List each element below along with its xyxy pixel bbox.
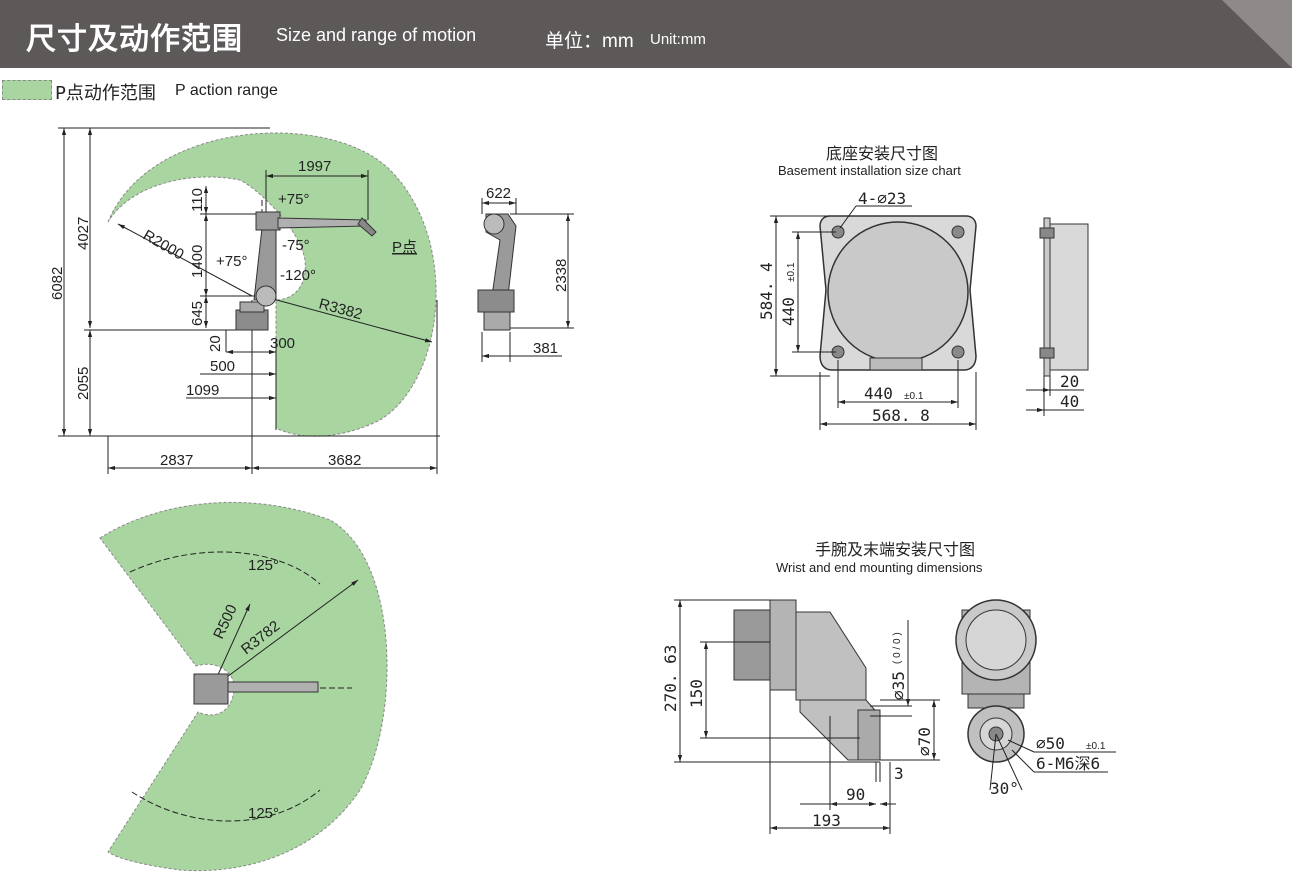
dim-1099: 1099 (186, 382, 219, 399)
header-bar: 尺寸及动作范围 Size and range of motion 单位：mm U… (0, 0, 1292, 68)
header-unit-en: Unit:mm (650, 31, 706, 48)
angle-minus75: -75° (282, 237, 310, 254)
angle-top-125: 125° (248, 557, 279, 574)
dim-1400: 1400 (189, 245, 206, 278)
angle-minus120: -120° (280, 267, 316, 284)
tol-v: ±0.1 (786, 262, 797, 282)
base-chart-title-cn: 底座安装尺寸图 (826, 144, 939, 163)
wrist-chart: 270. 63 150 ∅35 ( 0 / 0 ) ∅70 3 90 193 ∅… (661, 599, 1116, 834)
dim-20-base: 20 (1060, 372, 1079, 391)
top-view: 125° 125° R500 R3782 (99, 501, 388, 872)
dim-r2000: R2000 (140, 227, 187, 264)
dim-110: 110 (189, 188, 206, 212)
dim-d70: ∅70 (915, 727, 934, 756)
angle-plus75-left: +75° (216, 253, 247, 270)
legend-label-cn: P点动作范围 (55, 83, 156, 104)
wrist-chart-title-cn: 手腕及末端安装尺寸图 (815, 540, 976, 559)
dim-645: 645 (189, 301, 206, 326)
dim-d50: ∅50 (1036, 734, 1065, 753)
front-view: 622 2338 381 (477, 185, 574, 362)
dim-622: 622 (486, 185, 511, 202)
angle-plus75-top: +75° (278, 191, 309, 208)
dim-568: 568. 8 (872, 406, 930, 425)
base-chart: 4-∅23 584. 4 440 ±0.1 440 ±0.1 568. 8 20… (757, 189, 1089, 430)
dim-2055: 2055 (75, 367, 92, 400)
dim-3682: 3682 (328, 452, 361, 469)
dim-440-h: 440 (864, 384, 893, 403)
dim-m6: 6-M6深6 (1036, 754, 1100, 773)
header-title-cn: 尺寸及动作范围 (26, 22, 243, 57)
dim-440-v: 440 (779, 297, 798, 326)
p-point-label: P点 (392, 239, 417, 256)
angle-30: 30° (990, 779, 1019, 798)
side-robot-body (235, 211, 377, 331)
dim-2338: 2338 (553, 259, 570, 292)
dim-300: 300 (270, 335, 295, 352)
dim-d50-tol: ±0.1 (1086, 741, 1106, 752)
side-view: 6082 4027 2055 110 1400 645 20 300 500 1… (49, 127, 440, 474)
dim-150: 150 (687, 679, 706, 708)
dim-381: 381 (533, 340, 558, 357)
dim-4-holes: 4-∅23 (858, 189, 906, 208)
dim-1997: 1997 (298, 158, 331, 175)
header-corner (1222, 0, 1292, 68)
dim-270: 270. 63 (661, 645, 680, 712)
header-unit-cn: 单位：mm (545, 31, 634, 52)
dim-20: 20 (207, 335, 224, 352)
base-chart-title-en: Basement installation size chart (778, 163, 961, 178)
dim-4027: 4027 (75, 217, 92, 250)
dim-40-base: 40 (1060, 392, 1079, 411)
legend-label-en: P action range (175, 82, 278, 99)
dim-500: 500 (210, 358, 235, 375)
dim-d35-tol: ( 0 / 0 ) (892, 632, 903, 664)
angle-bottom-125: 125° (248, 805, 279, 822)
dim-90: 90 (846, 785, 865, 804)
dim-3: 3 (894, 764, 904, 783)
dim-d35: ∅35 (889, 671, 908, 700)
dim-193: 193 (812, 811, 841, 830)
dim-6082: 6082 (49, 267, 66, 300)
dim-584: 584. 4 (757, 262, 776, 320)
dim-2837: 2837 (160, 452, 193, 469)
legend-swatch (2, 80, 52, 100)
wrist-chart-title-en: Wrist and end mounting dimensions (776, 560, 983, 575)
header-title-en: Size and range of motion (276, 25, 477, 45)
tol-h: ±0.1 (904, 391, 924, 402)
side-work-envelope (107, 132, 437, 437)
